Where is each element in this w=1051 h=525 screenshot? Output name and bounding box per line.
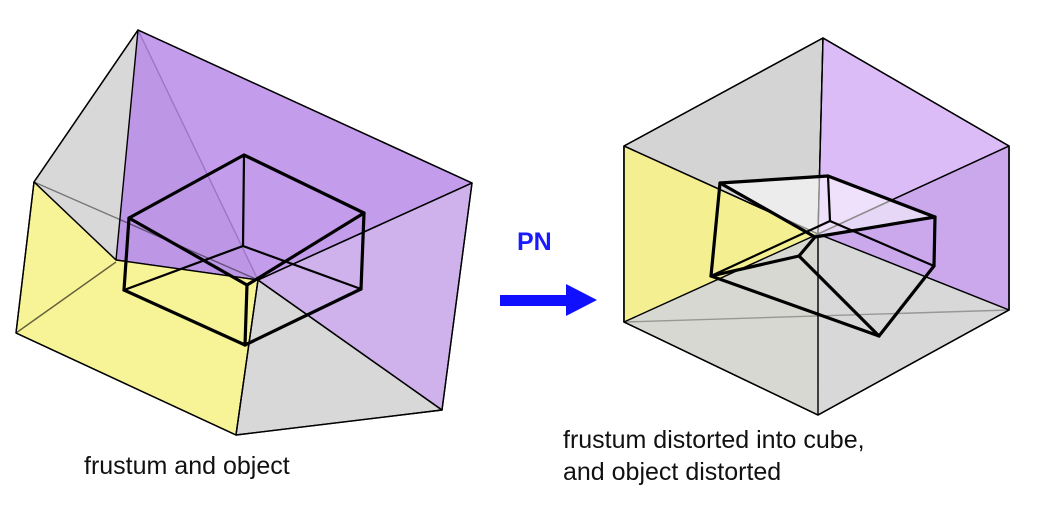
left-object-cube [122, 153, 366, 347]
right-caption-line-2: and object distorted [563, 458, 782, 486]
left-frustum [15, 29, 473, 436]
distorted-object-edge [709, 181, 722, 278]
distorted-object-edge [797, 235, 817, 258]
right-object-distorted [709, 174, 937, 338]
arrow-head [566, 284, 597, 316]
distorted-object-edge [932, 215, 937, 268]
distorted-object-edge [709, 219, 832, 278]
distorted-object-edge [826, 174, 832, 223]
distorted-object-edge [709, 274, 881, 338]
object-edge [359, 211, 366, 291]
left-caption: frustum and object [84, 452, 290, 480]
distorted-object-edge [877, 264, 936, 338]
object-hidden-edge [241, 244, 363, 291]
right-caption-line-1: frustum distorted into cube, [563, 426, 865, 454]
distorted-object-edge [709, 254, 801, 278]
object-edge [243, 283, 249, 347]
distorted-object-edge [828, 219, 936, 268]
object-hidden-edge [241, 153, 246, 248]
pn-label: PN [517, 228, 552, 256]
distorted-object-edge [797, 254, 881, 338]
arrow-shaft [500, 295, 570, 306]
object-hidden-edge [122, 244, 245, 292]
object-edge [243, 287, 363, 347]
pn-arrow [500, 284, 597, 316]
object-edge [122, 216, 131, 292]
object-edge [122, 288, 247, 347]
